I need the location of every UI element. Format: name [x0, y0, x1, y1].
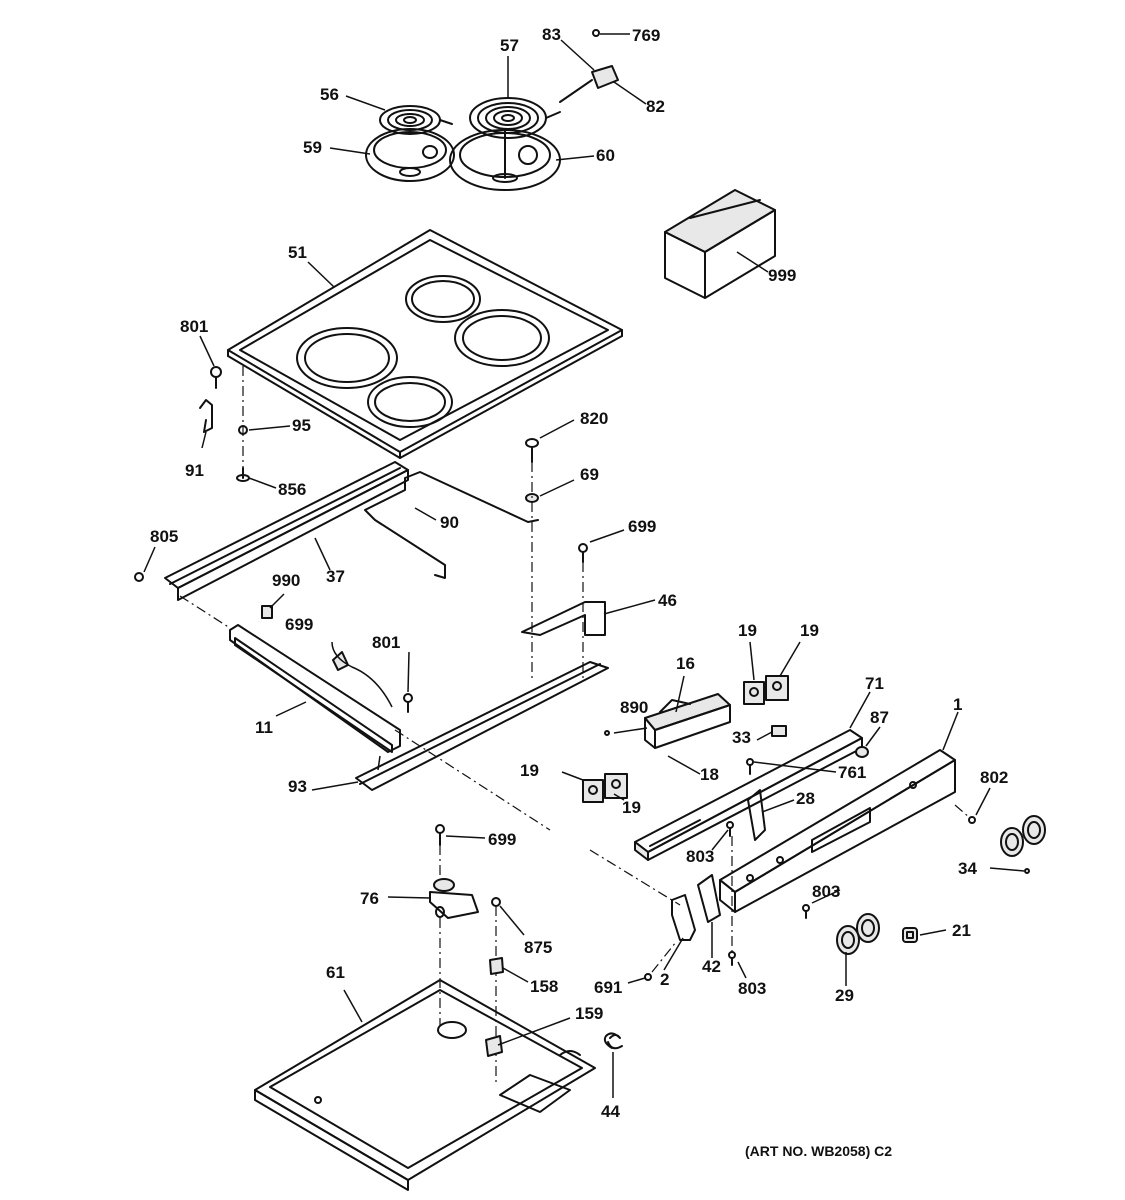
label-999: 999 [768, 266, 796, 285]
label-42: 42 [702, 957, 721, 976]
label-18: 18 [700, 765, 719, 784]
cooktop [227, 229, 623, 459]
label-19-bottom-right: 19 [622, 798, 641, 817]
support-rail [355, 661, 681, 906]
label-699-top: 699 [628, 517, 656, 536]
label-761: 761 [838, 763, 866, 782]
label-44: 44 [601, 1102, 620, 1121]
art-number-caption: (ART NO. WB2058) C2 [745, 1143, 892, 1159]
label-159: 159 [575, 1004, 603, 1023]
label-19-top-left: 19 [738, 621, 757, 640]
label-803-lower: 803 [738, 979, 766, 998]
label-83: 83 [542, 25, 561, 44]
label-82: 82 [646, 97, 665, 116]
clip-44 [603, 1032, 623, 1050]
label-699-bottom: 699 [488, 830, 516, 849]
label-29: 29 [835, 986, 854, 1005]
knob-21 [902, 927, 918, 943]
label-21: 21 [952, 921, 971, 940]
label-60: 60 [596, 146, 615, 165]
drip-pan-large [449, 129, 561, 191]
label-2: 2 [660, 970, 669, 989]
electronic-control [604, 693, 731, 749]
label-1: 1 [953, 695, 962, 714]
label-71: 71 [865, 674, 884, 693]
label-69: 69 [580, 465, 599, 484]
label-801-mid: 801 [372, 633, 400, 652]
knobs-29 [836, 913, 880, 955]
thermostat-parts [485, 897, 504, 1085]
screw-washer [525, 438, 539, 680]
drip-pan-small [365, 128, 455, 182]
screw-801-mid [403, 693, 413, 713]
label-11: 11 [255, 718, 273, 737]
label-57: 57 [500, 36, 519, 55]
label-805: 805 [150, 527, 178, 546]
screw-802 [954, 804, 976, 824]
label-51: 51 [288, 243, 307, 262]
label-37: 37 [326, 567, 345, 586]
label-875: 875 [524, 938, 552, 957]
label-990: 990 [272, 571, 300, 590]
label-158: 158 [530, 977, 558, 996]
hinge-rod [364, 471, 539, 579]
bracket [521, 543, 606, 680]
front-trim [134, 461, 409, 601]
label-16: 16 [676, 654, 695, 673]
label-820: 820 [580, 409, 608, 428]
label-28: 28 [796, 789, 815, 808]
label-856: 856 [278, 480, 306, 499]
end-cap-2 [671, 894, 696, 941]
label-19-bottom-left: 19 [520, 761, 539, 780]
parts-box [664, 189, 776, 299]
label-803-upper: 803 [686, 847, 714, 866]
infinite-switch-bottom [582, 773, 628, 803]
screw-691 [644, 941, 677, 981]
label-87: 87 [870, 708, 889, 727]
label-34: 34 [958, 859, 977, 878]
label-46: 46 [658, 591, 677, 610]
infinite-switch-top [743, 675, 789, 705]
label-801-top: 801 [180, 317, 208, 336]
left-hardware [199, 366, 250, 482]
end-cap-42 [697, 874, 721, 923]
label-691: 691 [594, 978, 622, 997]
label-699-left: 699 [285, 615, 313, 634]
label-890: 890 [620, 698, 648, 717]
vent-trim [179, 595, 401, 753]
screws-803 [726, 821, 810, 966]
label-802: 802 [980, 768, 1008, 787]
label-59: 59 [303, 138, 322, 157]
callout-labels: 56 57 83 769 82 59 60 51 999 801 95 91 8… [150, 25, 1008, 1159]
label-90: 90 [440, 513, 459, 532]
bottom-panel [254, 979, 596, 1191]
backsplash [719, 749, 956, 913]
switch-33 [771, 725, 787, 737]
label-19-top-right: 19 [800, 621, 819, 640]
blower-assembly [429, 824, 479, 1025]
label-91: 91 [185, 461, 204, 480]
label-769: 769 [632, 26, 660, 45]
label-803-middle: 803 [812, 882, 840, 901]
bracket-28 [747, 789, 766, 841]
label-61: 61 [326, 963, 345, 982]
leader-lines [143, 33, 1025, 1098]
terminal-block [559, 29, 619, 103]
label-33: 33 [732, 728, 751, 747]
label-76: 76 [360, 889, 379, 908]
label-95: 95 [292, 416, 311, 435]
clip [261, 605, 273, 619]
screw-699-left [332, 651, 349, 671]
control-panel [634, 729, 863, 861]
label-93: 93 [288, 777, 307, 796]
indicator-lamp [855, 746, 869, 758]
knobs-34 [1000, 815, 1046, 874]
screw-761 [746, 758, 754, 775]
label-56: 56 [320, 85, 339, 104]
